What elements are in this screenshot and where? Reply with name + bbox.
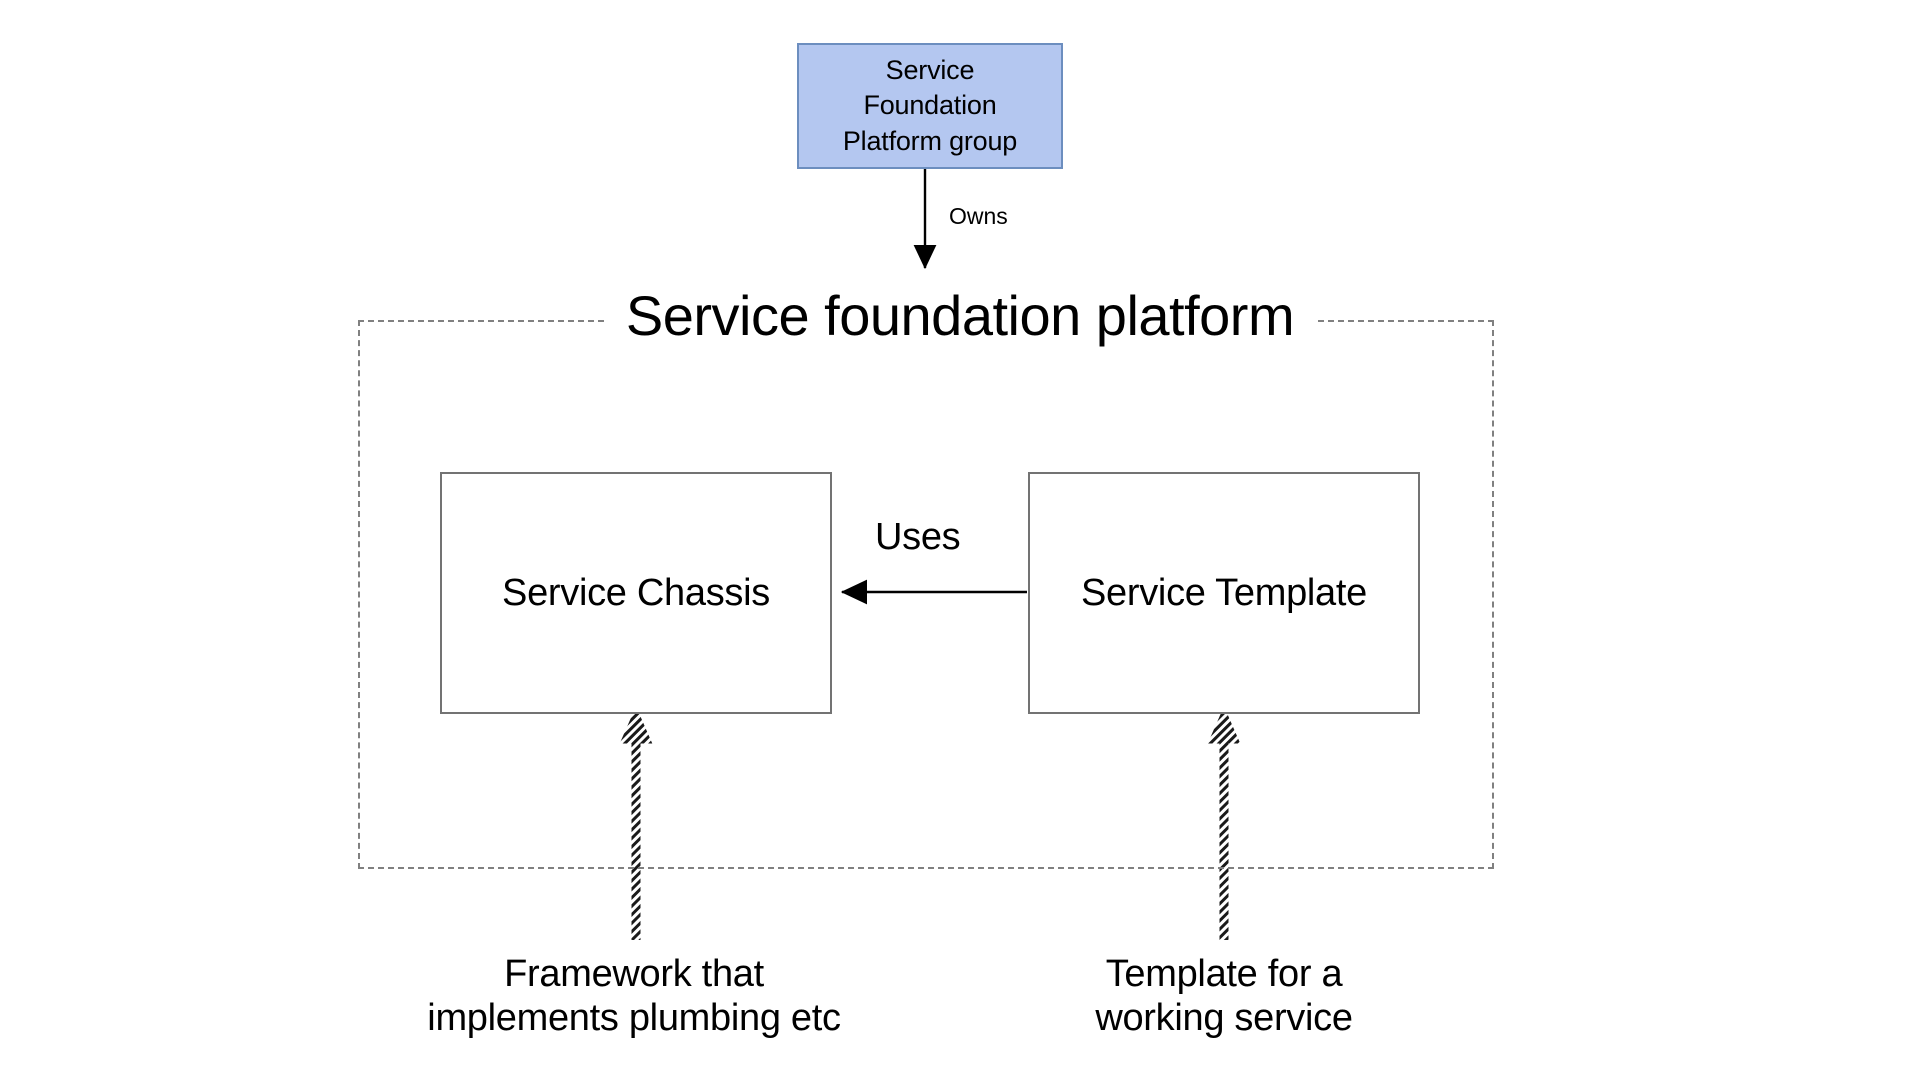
owns-edge-label: Owns (945, 204, 1012, 229)
caption-service-template-line1: Template for a (1105, 953, 1343, 995)
owner-label-line1: Service (885, 55, 975, 86)
template-note-connector (1207, 706, 1241, 940)
owner-group-box[interactable]: Service Foundation Platform group (797, 43, 1063, 169)
caption-service-template-line2: working service (1095, 997, 1353, 1040)
node-service-template[interactable]: Service Template (1028, 472, 1420, 714)
node-service-template-label: Service Template (1081, 571, 1367, 614)
chassis-note-connector (619, 706, 653, 940)
caption-service-chassis-line2: implements plumbing etc (427, 997, 841, 1040)
caption-service-chassis: Framework that implements plumbing etc (314, 952, 954, 1040)
owner-label-line3: Platform group (842, 125, 1018, 156)
node-service-chassis-label: Service Chassis (502, 571, 770, 614)
uses-edge-label: Uses (869, 517, 967, 557)
caption-service-chassis-line1: Framework that (504, 953, 764, 995)
owner-label-line2: Foundation (863, 90, 997, 121)
node-service-chassis[interactable]: Service Chassis (440, 472, 832, 714)
caption-service-template: Template for a working service (974, 952, 1474, 1040)
